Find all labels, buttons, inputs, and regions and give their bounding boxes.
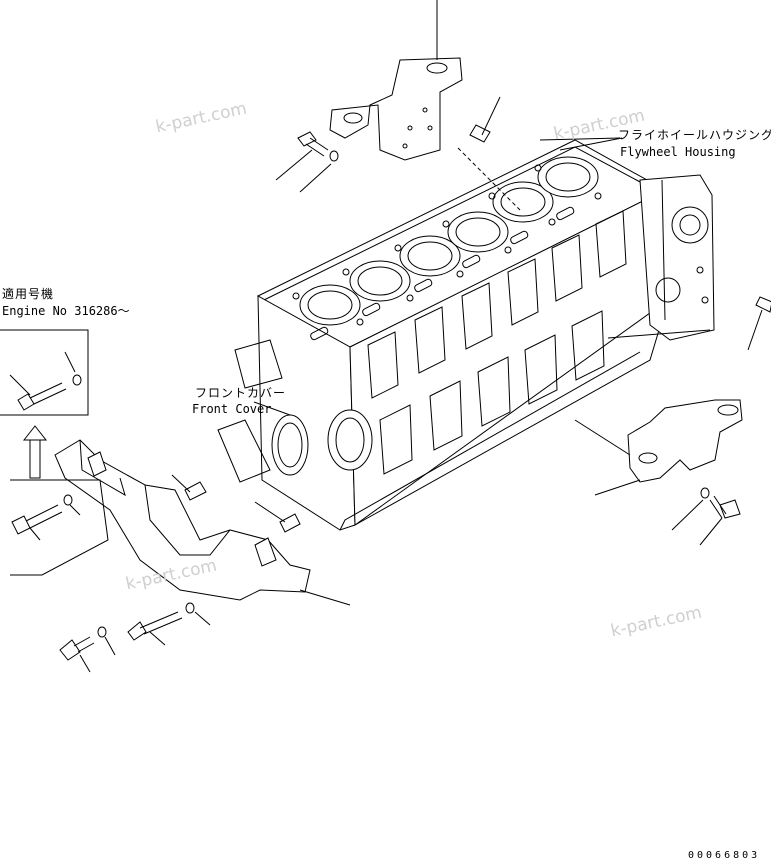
- upper-bolt: [275, 131, 339, 193]
- applicable-engines-jp-label: 適用号機: [2, 287, 55, 301]
- rear-lower-bracket: [574, 329, 743, 496]
- drawing-code: 00066803: [688, 850, 761, 861]
- cylinder-block: [217, 139, 669, 531]
- leader-lines: [253, 137, 623, 416]
- applicable-engine-inset: [0, 329, 109, 576]
- front-bracket: [54, 439, 311, 601]
- rear-dowel: [747, 296, 771, 351]
- flywheel-housing-en-label: Flywheel Housing: [620, 145, 736, 159]
- front-seal-bore: [271, 414, 309, 476]
- engine-number-label: Engine No 316286～: [2, 304, 130, 318]
- side-windows: [367, 210, 627, 475]
- deck-bolt-holes: [292, 164, 602, 341]
- front-cover-en-label: Front Cover: [192, 402, 272, 416]
- rear-upper-bracket: [329, 0, 463, 161]
- flywheel-housing: [639, 174, 715, 341]
- front-cover-jp-label: フロントカバー: [195, 386, 287, 400]
- rear-lower-bolt: [671, 487, 741, 546]
- front-bolts: [59, 589, 351, 673]
- flywheel-housing-jp-label: フライホイールハウジング: [618, 128, 771, 142]
- dowel-pin-top: [457, 96, 521, 211]
- cylinder-bores: [299, 156, 599, 326]
- front-dowels: [171, 474, 301, 533]
